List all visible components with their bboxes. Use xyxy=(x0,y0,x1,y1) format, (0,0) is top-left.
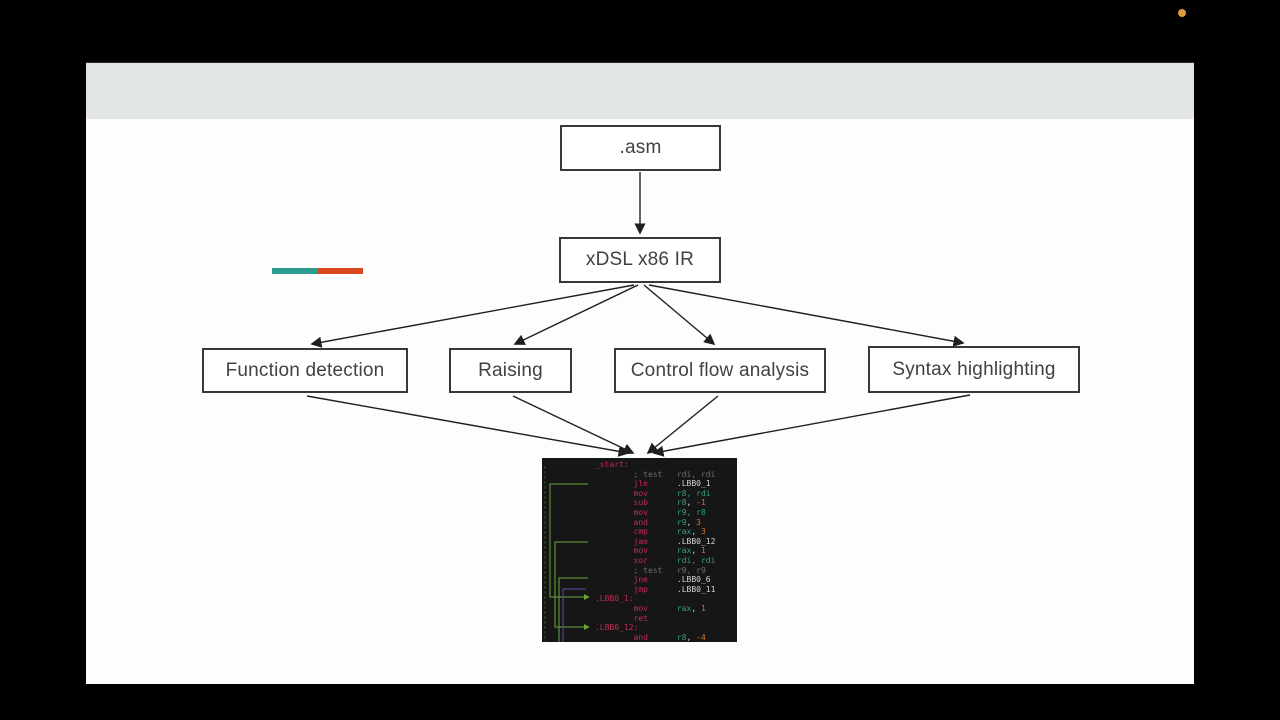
diagram-node-xdsl-x86-ir: xDSL x86 IR xyxy=(559,237,721,283)
accent-bar-teal-segment xyxy=(272,268,318,274)
diagram-node-syntax-highlighting: Syntax highlighting xyxy=(868,346,1080,393)
diagram-node-xdsl-x86-ir-label: xDSL x86 IR xyxy=(585,249,695,270)
diagram-node-control-flow-analysis: Control flow analysis xyxy=(614,348,826,393)
diagram-node-asm-label: .asm xyxy=(619,137,662,158)
diagram-node-function-detection-label: Function detection xyxy=(225,359,385,381)
diagram-node-raising: Raising xyxy=(449,348,572,393)
terminal-code: _start: ; test rdi, rdi jle .LBB0_1 mov … xyxy=(594,460,716,642)
assembly-terminal-screenshot: _start: ; test rdi, rdi jle .LBB0_1 mov … xyxy=(542,458,737,642)
diagram-node-syntax-highlighting-label: Syntax highlighting xyxy=(892,358,1056,380)
slide-header-band xyxy=(86,62,1194,119)
recording-indicator-dot xyxy=(1178,9,1186,17)
accent-bar xyxy=(272,268,363,274)
accent-bar-orange-segment xyxy=(317,268,363,274)
diagram-node-control-flow-analysis-label: Control flow analysis xyxy=(630,359,810,381)
diagram-node-raising-label: Raising xyxy=(478,359,543,381)
diagram-node-function-detection: Function detection xyxy=(202,348,408,393)
diagram-node-asm: .asm xyxy=(560,125,721,171)
